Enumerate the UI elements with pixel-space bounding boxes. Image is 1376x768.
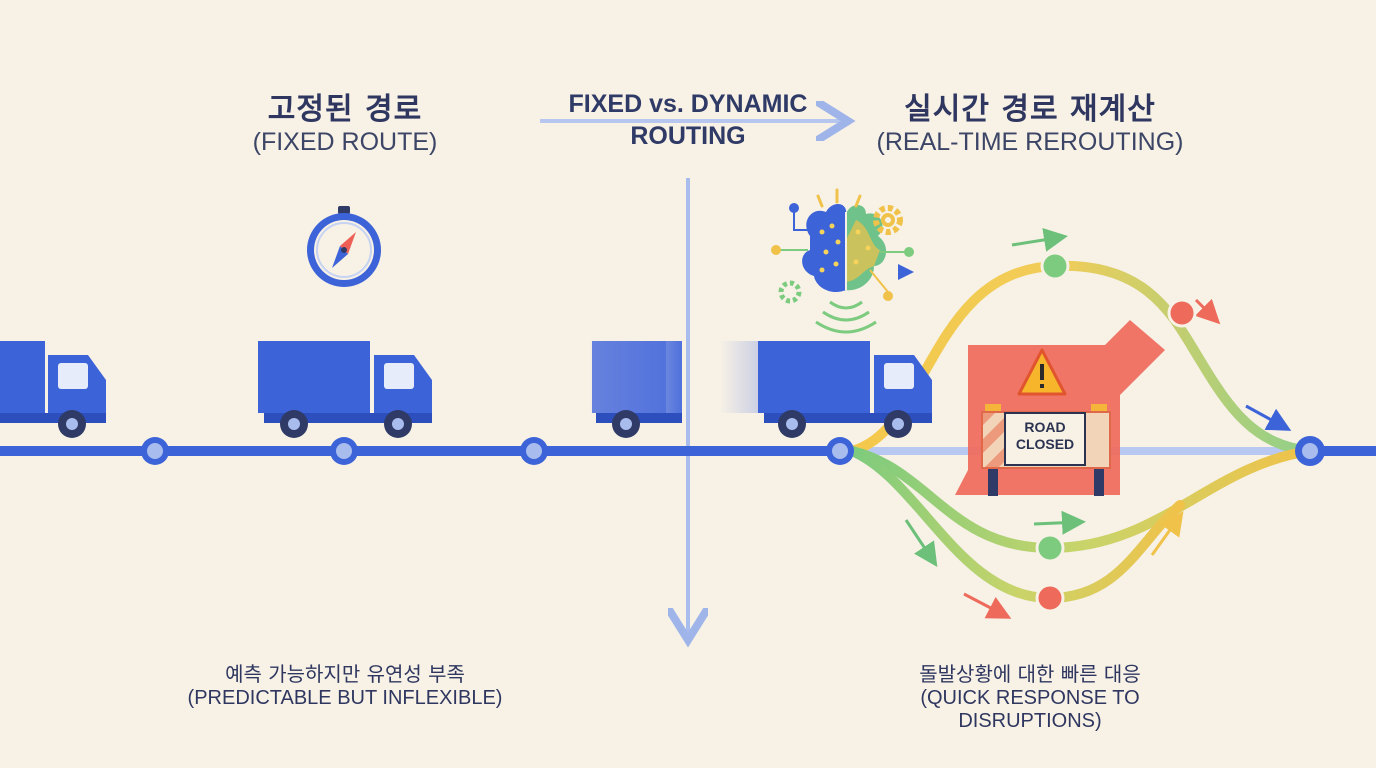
gear-icon-small [778, 280, 802, 304]
fixed-route-caption-en: (PREDICTABLE BUT INFLEXIBLE) [187, 687, 503, 709]
rerouting-caption-en: (QUICK RESPONSE TO DISRUPTIONS) [920, 687, 1140, 732]
truck-icon-4 [720, 341, 932, 438]
warning-icon [1017, 348, 1067, 396]
route-node-2 [330, 437, 358, 465]
rerouting-title: 실시간 경로 재계산 [904, 92, 1156, 127]
gear-icon [873, 205, 903, 235]
detour-node-green-bottom [1035, 533, 1065, 563]
route-node-3 [520, 437, 548, 465]
route-node-destination [1295, 436, 1325, 466]
fixed-route-title: 고정된 경로 [267, 92, 423, 127]
detour-node-red-top [1167, 298, 1197, 328]
ai-brain-icon [771, 188, 914, 334]
fixed-route-subtitle: (FIXED ROUTE) [252, 128, 438, 156]
route-node-4 [826, 437, 854, 465]
fixed-route-caption: 예측 가능하지만 유연성 부족 [225, 662, 465, 686]
comparison-title-line1: FIXED vs. DYNAMIC [568, 90, 808, 118]
road-closed-sign-line1: ROAD [1024, 419, 1066, 435]
truck-icon-3 [590, 341, 682, 438]
route-node-1 [141, 437, 169, 465]
truck-icon-1 [0, 341, 106, 438]
road-closed-sign-line2: CLOSED [1015, 436, 1075, 452]
detour-node-green-top [1040, 251, 1070, 281]
rerouting-caption: 돌발상황에 대한 빠른 대응 [919, 662, 1141, 686]
road-barricade [981, 404, 1111, 496]
rerouting-subtitle: (REAL-TIME REROUTING) [876, 128, 1184, 156]
truck-icon-2 [258, 341, 432, 438]
compass-icon [307, 206, 381, 287]
detour-node-red-bottom [1035, 583, 1065, 613]
comparison-title-line2: ROUTING [630, 122, 746, 150]
